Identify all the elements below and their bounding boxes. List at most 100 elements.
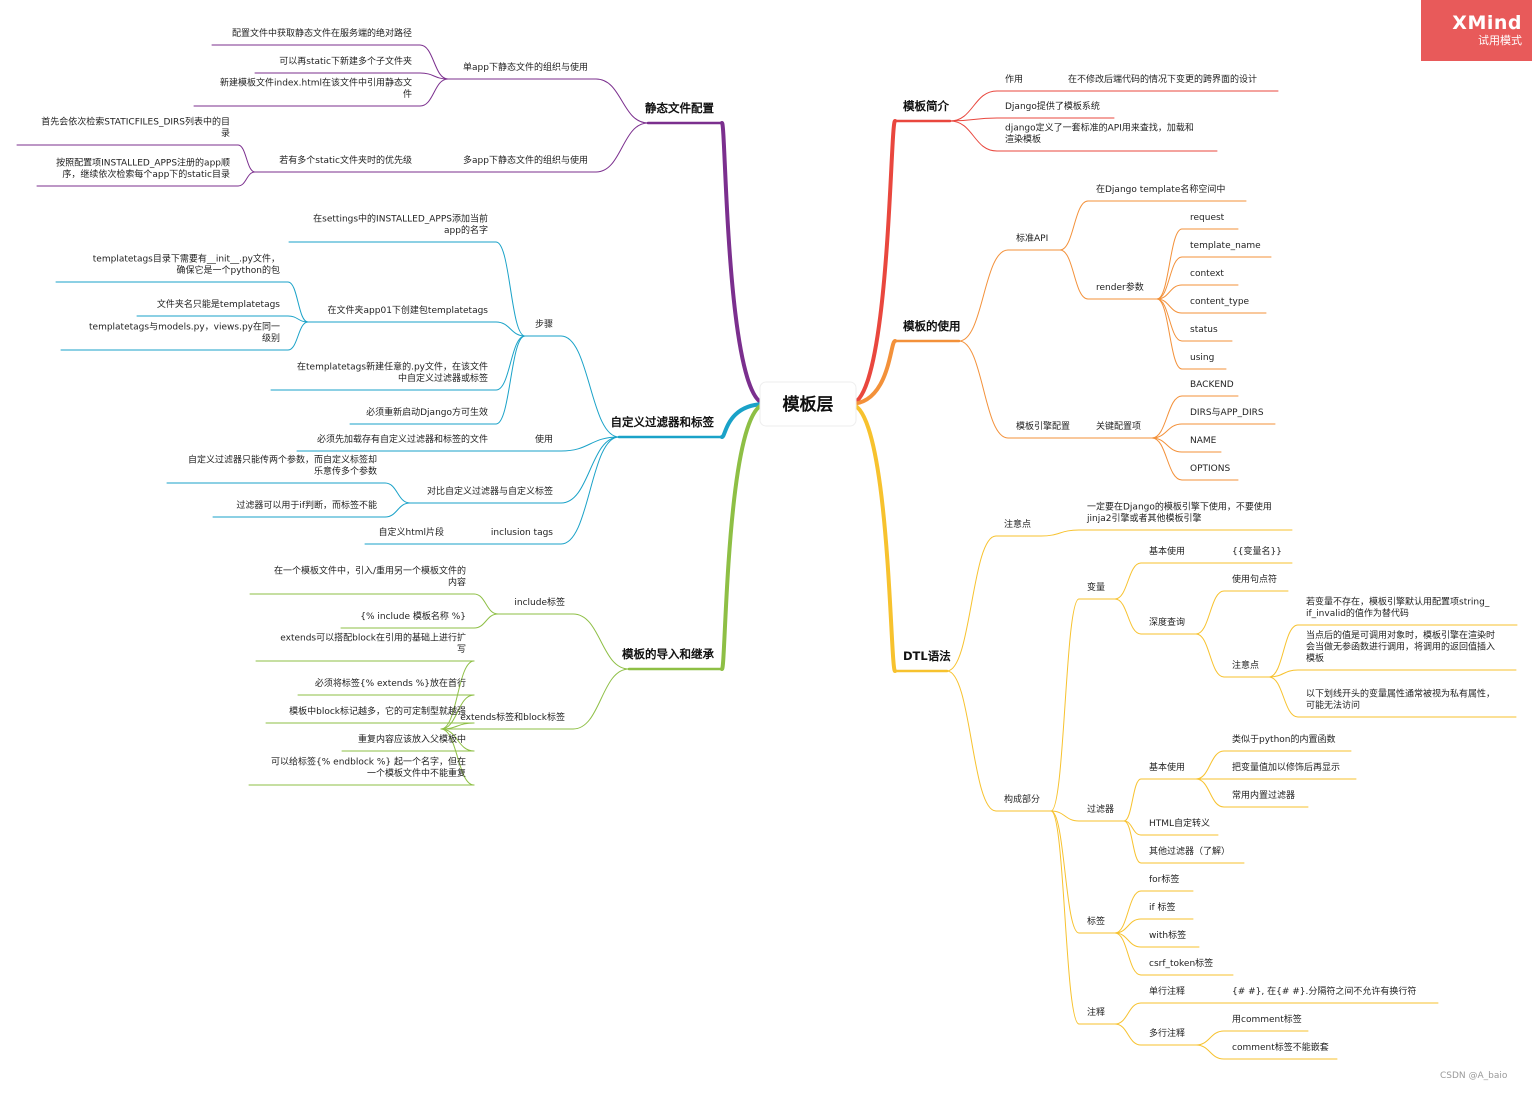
connector <box>560 335 620 438</box>
node-use-0-1-5-label: using <box>1190 353 1214 363</box>
node-use-0-1-4-label: status <box>1190 325 1218 335</box>
connector <box>384 502 411 518</box>
node-custom-1-0-label: 必须先加载存有自定义过滤器和标签的文件 <box>317 433 488 445</box>
connector <box>1040 529 1080 537</box>
node-intro-0-0-label: 在不修改后端代码的情况下变更的跨界面的设计 <box>1068 73 1257 85</box>
node-custom-0-2-label: 在templatetags新建任意的.py文件，在该文件中自定义过滤器或标签 <box>297 361 488 385</box>
connector <box>495 335 526 391</box>
mind-map-connectors <box>16 44 1518 1060</box>
connector <box>1156 256 1183 300</box>
connector <box>1151 437 1183 453</box>
node-use-0-1-3-label: content_type <box>1190 297 1250 307</box>
trunk-connector <box>848 339 897 406</box>
node-dtl-1-0-1-1-1-label: 当点后的值是可调用对象时，模板引擎在渲染时会当做无参函数进行调用，将调用的返回值… <box>1306 629 1495 664</box>
node-use-1-0-0-label: BACKEND <box>1190 380 1234 390</box>
node-inherit-0-1-label: {% include 模板名称 %} <box>360 610 466 622</box>
connector <box>419 44 449 80</box>
node-custom-2-label: 对比自定义过滤器与自定义标签 <box>427 485 553 497</box>
connector <box>287 315 309 323</box>
connector <box>1195 1030 1225 1046</box>
node-dtl-1-0-1-1-2-label: 以下划线开头的变量属性通常被视为私有属性，可能无法访问 <box>1306 688 1495 712</box>
node-static-0-label: 单app下静态文件的组织与使用 <box>463 61 588 73</box>
node-use-0-label: 标准API <box>1016 232 1048 244</box>
central-topic-label: 模板层 <box>783 394 834 415</box>
connector <box>1151 437 1183 481</box>
node-dtl-1-0-0-0-label: {{变量名}} <box>1232 545 1282 557</box>
node-dtl-1-2-1-label: if 标签 <box>1149 901 1176 913</box>
node-use-0-1-0-label: request <box>1190 213 1225 223</box>
xmind-brand: XMind <box>1452 12 1522 34</box>
connector <box>958 340 1009 439</box>
connector <box>495 321 526 337</box>
trunk-connector <box>848 402 897 673</box>
node-custom-0-1-label: 在文件夹app01下创建包templatetags <box>328 304 489 316</box>
node-custom-2-1-label: 过滤器可以用于if判断，而标签不能 <box>236 499 377 511</box>
node-custom-1-label: 使用 <box>535 433 553 445</box>
connector <box>1151 423 1183 439</box>
node-inherit-1-label: extends标签和block标签 <box>460 711 565 723</box>
connector <box>1151 395 1183 439</box>
node-dtl-0-label: 注意点 <box>1004 518 1031 530</box>
connector <box>1156 228 1183 300</box>
connector <box>495 335 526 425</box>
node-dtl-1-3-1-label: 多行注释 <box>1149 1027 1185 1039</box>
connector <box>1123 820 1142 864</box>
branch-inherit-label: 模板的导入和继承 <box>622 647 714 661</box>
node-use-0-0-label: 在Django template名称空间中 <box>1096 183 1225 195</box>
node-dtl-1-3-0-0-label: {# #}, 在{# #}.分隔符之间不允许有换行符 <box>1232 985 1416 997</box>
connector <box>287 321 309 351</box>
connector <box>1059 200 1089 251</box>
trunk-connector <box>848 119 897 406</box>
mind-map-nodes: 模板简介作用在不修改后端代码的情况下变更的跨界面的设计Django提供了模板系统… <box>41 27 1495 1053</box>
trunk-connector <box>720 402 768 439</box>
node-dtl-1-1-0-2-label: 常用内置过滤器 <box>1232 789 1295 801</box>
connector <box>1195 633 1225 678</box>
node-dtl-1-2-2-label: with标签 <box>1149 929 1186 941</box>
node-dtl-1-2-0-label: for标签 <box>1149 873 1179 885</box>
connector <box>1114 1023 1142 1046</box>
node-static-1-0-1-label: 按照配置项INSTALLED_APPS注册的app顺序，继续依次检索每个app下… <box>56 157 230 181</box>
connector <box>237 171 256 187</box>
central-topic[interactable]: 模板层 <box>759 381 857 427</box>
connector <box>595 78 649 124</box>
node-inherit-1-1-label: 必须将标签{% extends %}放在首行 <box>315 677 466 689</box>
branch-custom-label: 自定义过滤器和标签 <box>611 415 715 429</box>
branch-dtl-label: DTL语法 <box>903 649 951 663</box>
node-static-0-2-label: 新建模板文件index.html在该文件中引用静态文件 <box>220 77 412 101</box>
node-dtl-1-1-0-label: 基本使用 <box>1149 761 1185 773</box>
connector <box>1195 590 1225 635</box>
node-dtl-1-0-1-1-0-label: 若变量不存在，模板引擎默认用配置项string_if_invalid的值作为替代… <box>1306 596 1490 620</box>
node-dtl-1-1-0-1-label: 把变量值加以修饰后再显示 <box>1232 761 1340 773</box>
connector <box>1156 284 1183 300</box>
connector <box>949 90 998 122</box>
node-static-0-1-label: 可以再static下新建多个子文件夹 <box>279 55 412 67</box>
node-dtl-1-0-1-0-label: 使用句点符 <box>1232 573 1277 585</box>
connector <box>440 728 475 786</box>
node-use-1-0-2-label: NAME <box>1190 436 1217 446</box>
node-dtl-1-2-label: 标签 <box>1087 915 1105 927</box>
node-dtl-1-3-0-label: 单行注释 <box>1149 985 1185 997</box>
node-inherit-0-0-label: 在一个模板文件中，引入/重用另一个模板文件的内容 <box>274 565 466 589</box>
node-dtl-1-label: 构成部分 <box>1004 793 1040 805</box>
node-dtl-1-1-2-label: 其他过滤器（了解） <box>1149 845 1230 857</box>
trunk-connector <box>720 402 768 671</box>
node-use-1-0-label: 关键配置项 <box>1096 420 1141 432</box>
connector <box>1268 624 1299 678</box>
trunk-connector <box>720 121 768 406</box>
connector <box>419 78 449 107</box>
connector <box>572 668 630 730</box>
connector <box>1114 918 1142 934</box>
node-dtl-1-0-label: 变量 <box>1087 581 1105 593</box>
connector <box>473 593 499 615</box>
connector <box>1114 562 1142 600</box>
node-dtl-1-0-1-label: 深度查询 <box>1149 616 1185 628</box>
node-custom-3-0-label: 自定义html片段 <box>378 526 444 538</box>
connector <box>1195 750 1225 780</box>
node-custom-2-0-label: 自定义过滤器只能传两个参数，而自定义标签却乐意传多个参数 <box>188 454 377 478</box>
connector <box>1050 810 1080 822</box>
node-custom-3-label: inclusion tags <box>491 528 553 538</box>
node-use-1-0-1-label: DIRS与APP_DIRS <box>1190 407 1264 418</box>
connector <box>1050 810 1080 934</box>
